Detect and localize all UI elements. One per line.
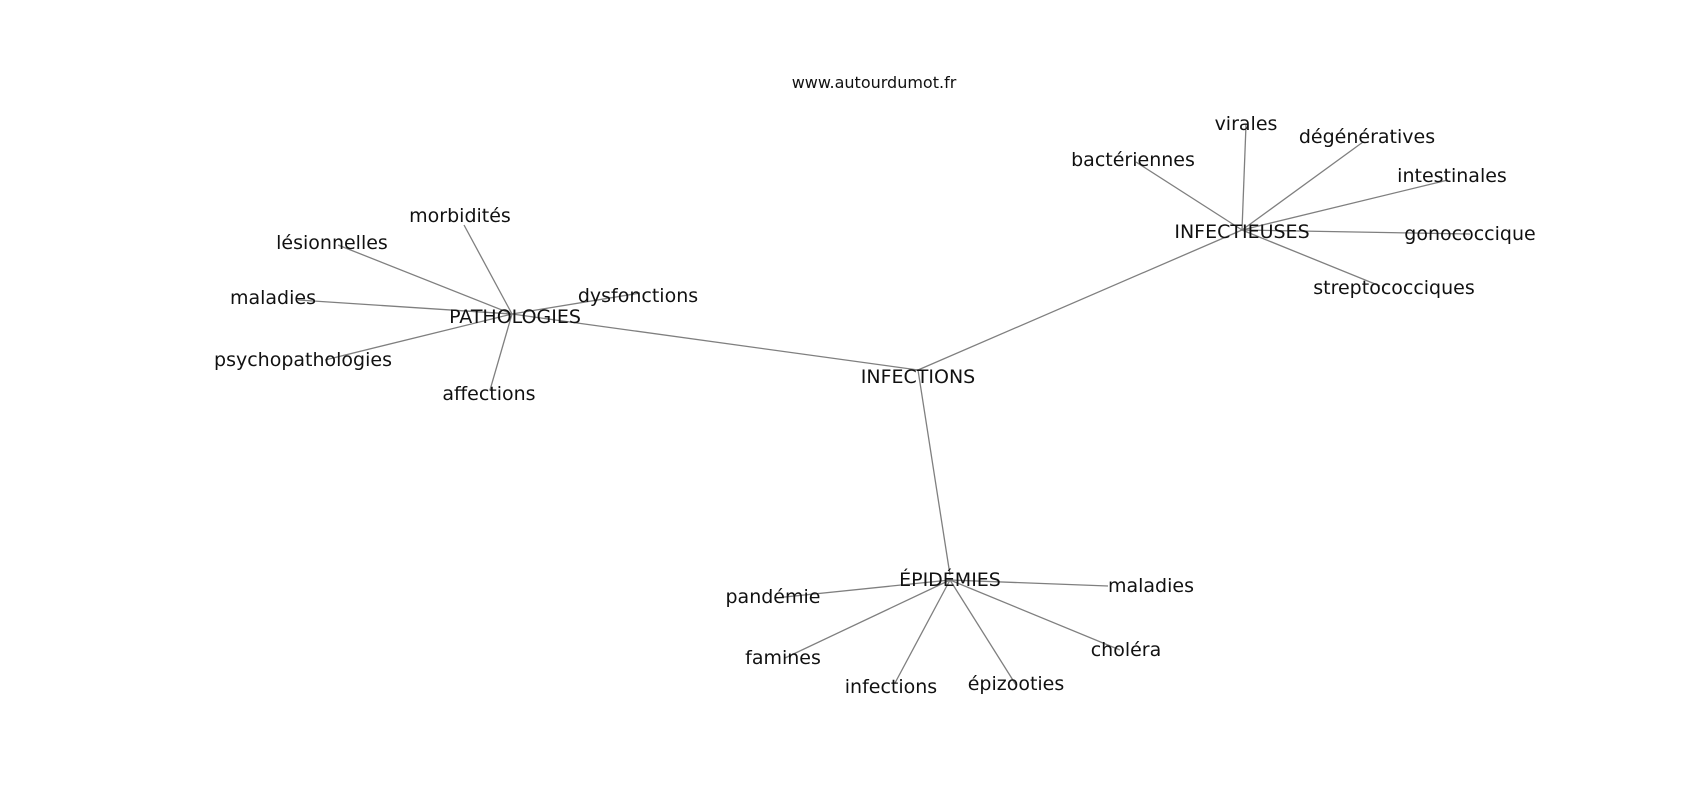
edge-infectieuses-streptococciques bbox=[1241, 229, 1381, 287]
edge-infectieuses-bacteriennes bbox=[1135, 161, 1243, 231]
edge-epidemies-infections bbox=[894, 579, 951, 684]
node-affections[interactable]: affections bbox=[442, 383, 535, 405]
node-pandemie[interactable]: pandémie bbox=[726, 586, 821, 608]
node-lesionnelles[interactable]: lésionnelles bbox=[276, 232, 388, 254]
node-epizooties[interactable]: épizooties bbox=[968, 673, 1065, 695]
edge-root-epidemies bbox=[917, 369, 951, 576]
edge-pathologies-dysfonctions bbox=[511, 292, 641, 315]
node-hub-infectieuses[interactable]: INFECTIEUSES bbox=[1174, 221, 1309, 243]
node-degeneratives[interactable]: dégénératives bbox=[1299, 126, 1435, 148]
node-cholera[interactable]: choléra bbox=[1091, 639, 1162, 661]
edge-infectieuses-intestinales bbox=[1241, 179, 1449, 231]
edge-epidemies-maladies bbox=[949, 579, 1109, 587]
node-dysfonctions[interactable]: dysfonctions bbox=[578, 285, 698, 307]
edge-infectieuses-degeneratives bbox=[1241, 141, 1364, 231]
node-intestinales[interactable]: intestinales bbox=[1397, 165, 1507, 187]
edge-pathologies-lesionnelles bbox=[337, 244, 513, 315]
edge-root-pathologies bbox=[511, 313, 919, 371]
node-streptococciques[interactable]: streptococciques bbox=[1313, 277, 1475, 299]
edge-epidemies-epizooties bbox=[949, 579, 1017, 686]
site-credit: www.autourdumot.fr bbox=[792, 73, 957, 92]
node-hub-epidemies[interactable]: ÉPIDÉMIES bbox=[899, 568, 1001, 591]
node-gonococcique[interactable]: gonococcique bbox=[1404, 223, 1535, 245]
graph-edges bbox=[297, 124, 1471, 686]
node-root[interactable]: INFECTIONS bbox=[861, 366, 975, 388]
edge-root-infectieuses bbox=[917, 229, 1243, 371]
node-psychopathologies[interactable]: psychopathologies bbox=[214, 349, 392, 371]
edge-infectieuses-virales bbox=[1241, 124, 1247, 231]
edge-epidemies-famines bbox=[784, 579, 951, 659]
node-bacteriennes[interactable]: bactériennes bbox=[1071, 149, 1195, 171]
node-famines[interactable]: famines bbox=[745, 647, 821, 669]
edge-epidemies-cholera bbox=[949, 579, 1121, 651]
node-infections[interactable]: infections bbox=[845, 676, 937, 698]
edge-pathologies-maladies bbox=[297, 299, 513, 315]
edge-pathologies-affections bbox=[489, 313, 513, 391]
edge-pathologies-psychopathologies bbox=[324, 313, 513, 361]
edge-infectieuses-gonococcique bbox=[1241, 229, 1471, 235]
node-hub-pathologies[interactable]: PATHOLOGIES bbox=[449, 306, 581, 328]
edge-pathologies-morbidites bbox=[463, 224, 513, 315]
node-maladies[interactable]: maladies bbox=[230, 287, 316, 309]
node-maladies-epidemies[interactable]: maladies bbox=[1108, 575, 1194, 597]
node-morbidites[interactable]: morbidités bbox=[409, 205, 511, 227]
edge-epidemies-pandemie bbox=[774, 579, 951, 599]
graph-labels: www.autourdumot.fr INFECTIONS PATHOLOGIE… bbox=[214, 73, 1536, 698]
node-virales[interactable]: virales bbox=[1215, 113, 1278, 135]
